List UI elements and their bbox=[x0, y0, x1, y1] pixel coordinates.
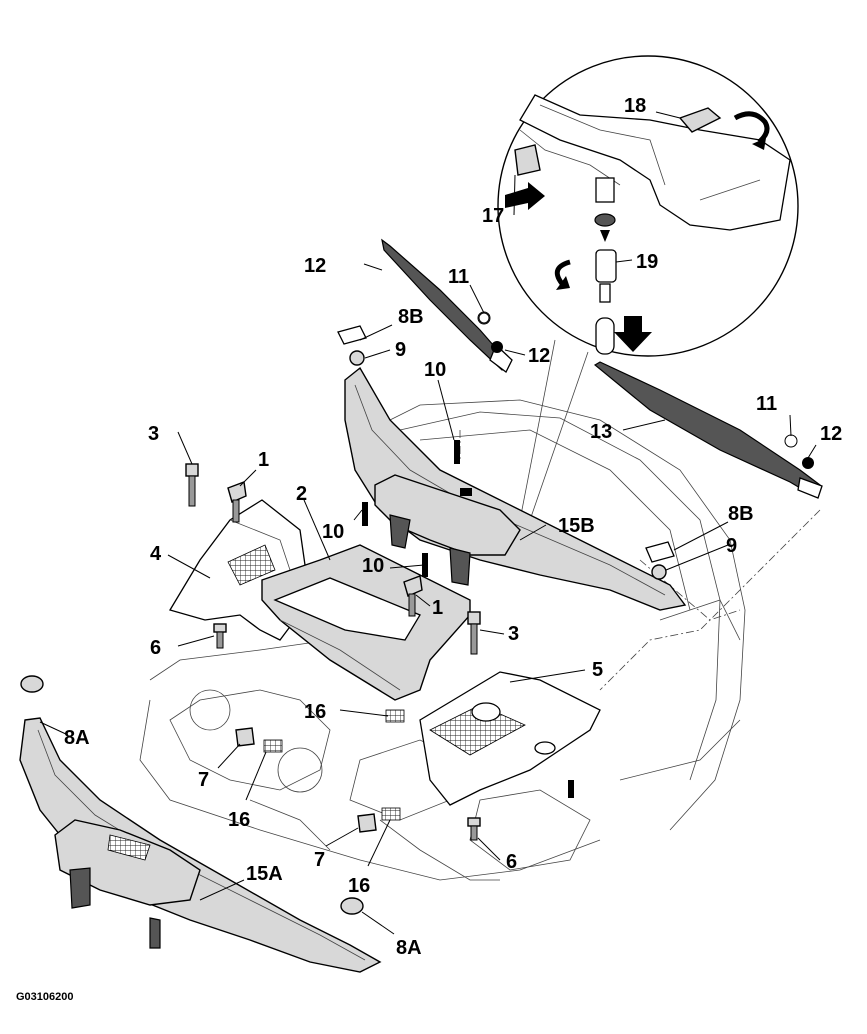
part-3-bolt-right bbox=[467, 611, 481, 655]
callout-1: 1 bbox=[432, 597, 443, 619]
part-8a-plug-bottom bbox=[340, 897, 364, 915]
callout-3: 3 bbox=[508, 623, 519, 645]
callout-19: 19 bbox=[636, 251, 658, 273]
part-17-clip bbox=[514, 144, 541, 176]
part-9-nut-right bbox=[651, 564, 667, 580]
part-1-clip-a bbox=[227, 481, 247, 523]
small-parts bbox=[20, 312, 675, 915]
part-16-pad-c bbox=[381, 807, 401, 821]
callout-15b: 15B bbox=[558, 515, 595, 537]
part-8b-pad-left bbox=[337, 325, 367, 345]
push-arrow-icon bbox=[505, 182, 545, 210]
callout-8a: 8A bbox=[396, 937, 422, 959]
rotate-arrow-icon bbox=[733, 111, 770, 144]
part-6-clip-a bbox=[213, 623, 227, 649]
part-13-wiper-arm-right bbox=[593, 361, 823, 499]
part-10-bolt-b bbox=[362, 502, 368, 526]
callout-1: 1 bbox=[258, 449, 269, 471]
detail-inset bbox=[497, 55, 799, 521]
leader-lines bbox=[39, 111, 817, 935]
part-16-pad-a bbox=[263, 739, 283, 753]
part-3-bolt-left bbox=[185, 463, 199, 507]
part-8a-plug-top bbox=[20, 675, 44, 693]
callout-4: 4 bbox=[150, 543, 162, 565]
callout-18: 18 bbox=[624, 95, 646, 117]
callout-7: 7 bbox=[314, 849, 325, 871]
callout-8a: 8A bbox=[64, 727, 90, 749]
callout-2: 2 bbox=[296, 483, 307, 505]
figure-id: G03106200 bbox=[16, 991, 74, 1003]
callout-8b: 8B bbox=[728, 503, 754, 525]
part-15b-cowl-upper bbox=[344, 366, 687, 611]
callout-8b: 8B bbox=[398, 306, 424, 328]
part-6-clip-b bbox=[467, 817, 481, 841]
callout-10: 10 bbox=[322, 521, 344, 543]
part-10-bolt-a bbox=[454, 440, 460, 464]
callout-labels: 12 11 8B 9 10 12 18 17 19 11 12 13 3 1 2… bbox=[16, 95, 842, 1003]
callout-16: 16 bbox=[304, 701, 326, 723]
callout-15a: 15A bbox=[246, 863, 283, 885]
callout-9: 9 bbox=[395, 339, 406, 361]
engine-bay-outline bbox=[139, 399, 821, 881]
down-arrow-icon bbox=[614, 316, 652, 352]
part-1-clip-b bbox=[403, 575, 423, 617]
part-18-cap bbox=[678, 107, 722, 133]
callout-11: 11 bbox=[756, 393, 777, 415]
callout-17: 17 bbox=[482, 205, 504, 227]
callout-3: 3 bbox=[148, 423, 159, 445]
part-16-pad-b bbox=[385, 709, 405, 723]
part-8b-pad-right bbox=[645, 541, 675, 563]
callout-10: 10 bbox=[362, 555, 384, 577]
part-5-side-panel bbox=[419, 671, 601, 806]
part-15a-cowl-lower bbox=[19, 717, 382, 973]
callout-6: 6 bbox=[150, 637, 161, 659]
callout-16: 16 bbox=[348, 875, 370, 897]
part-9-nut-left bbox=[349, 350, 365, 366]
callout-9: 9 bbox=[726, 535, 737, 557]
callout-13: 13 bbox=[590, 421, 612, 443]
callout-12: 12 bbox=[304, 255, 326, 277]
callout-12: 12 bbox=[820, 423, 842, 445]
callout-10: 10 bbox=[424, 359, 446, 381]
callout-6: 6 bbox=[506, 851, 517, 873]
callout-11: 11 bbox=[448, 266, 469, 288]
callout-16: 16 bbox=[228, 809, 250, 831]
part-7-retainer-b bbox=[357, 813, 377, 833]
callout-7: 7 bbox=[198, 769, 209, 791]
part-10-bolt-c bbox=[422, 553, 428, 577]
callout-12: 12 bbox=[528, 345, 550, 367]
part-7-retainer-a bbox=[235, 727, 255, 747]
callout-5: 5 bbox=[592, 659, 603, 681]
